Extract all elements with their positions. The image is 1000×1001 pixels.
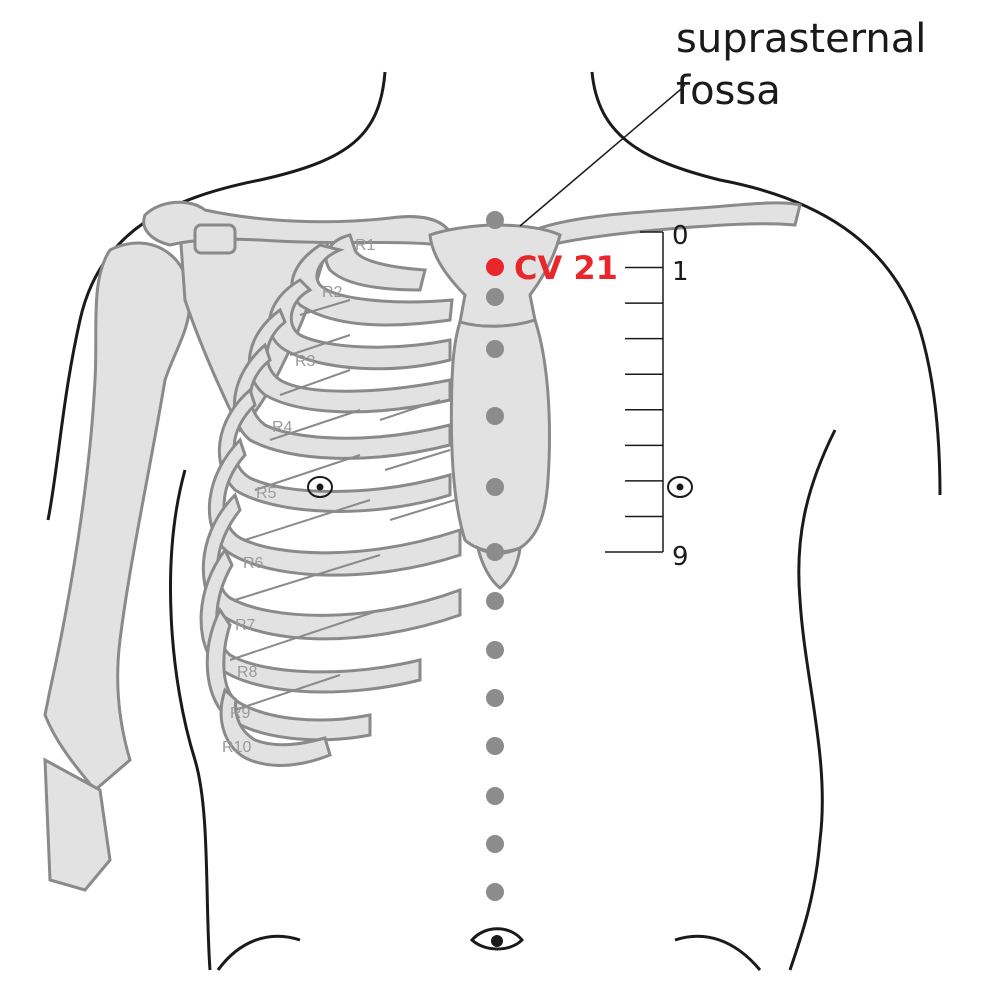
acupoint-dot [486, 641, 504, 659]
navel-icon [469, 927, 525, 951]
acupoint-dot [486, 592, 504, 610]
rib-labels: R1 R2 R3 R4 R5 R6 R7 R8 R9 R10 [222, 237, 376, 756]
rib-label: R9 [230, 705, 251, 722]
rib-label: R2 [322, 284, 343, 301]
callout-text-line2: fossa [676, 68, 781, 114]
acupoint-dot [486, 883, 504, 901]
rib-label: R8 [237, 664, 258, 681]
rib-label: R3 [295, 353, 316, 370]
acupoint-dot [486, 211, 504, 229]
rib-label: R10 [222, 739, 251, 756]
cv21-acupoint-marker [486, 258, 504, 276]
scale-label-0: 0 [672, 221, 689, 251]
acupoint-dot [486, 835, 504, 853]
cv21-label: CV 21 [514, 249, 618, 287]
acupoint-dot [486, 288, 504, 306]
acupoint-dot [486, 478, 504, 496]
scale-label-1: 1 [672, 257, 689, 287]
callout-text-line1: suprasternal [676, 16, 926, 62]
callout-leader-line [519, 84, 686, 227]
acupoint-dot [486, 787, 504, 805]
acupoint-dot [486, 543, 504, 561]
clavicles [142, 200, 802, 255]
rib-label: R1 [355, 237, 376, 254]
intercostal-hatching [229, 299, 456, 711]
right-arm-bone [43, 241, 192, 892]
rib-label: R6 [243, 555, 264, 572]
rib-label: R7 [235, 617, 256, 634]
acupoint-dot [486, 407, 504, 425]
nipple-icon [667, 476, 693, 498]
acupoint-dot [486, 737, 504, 755]
nipple-icon [307, 476, 333, 498]
acupoint-dot [486, 689, 504, 707]
rib-cage [199, 233, 462, 767]
acupoint-dot [486, 340, 504, 358]
conception-vessel-points [486, 211, 504, 901]
rib-label: R5 [256, 485, 277, 502]
body-outline [46, 71, 942, 971]
cun-measurement-scale [605, 231, 664, 553]
rib-label: R4 [272, 419, 293, 436]
scale-label-9: 9 [672, 542, 689, 572]
